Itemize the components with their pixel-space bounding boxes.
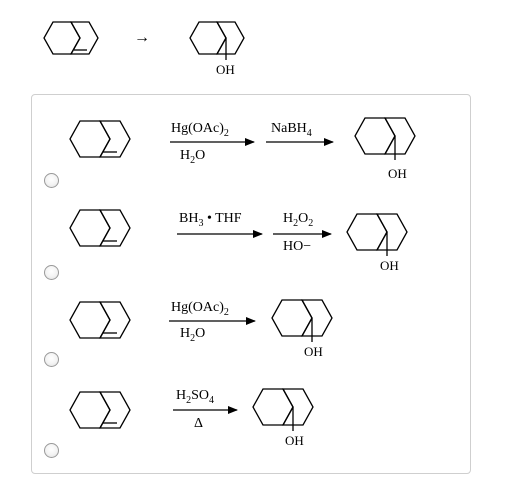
- product-left-ring: [189, 21, 227, 55]
- option-d-reagent-top: H2SO4: [176, 388, 215, 406]
- option-b-radio[interactable]: [44, 265, 59, 280]
- reactant-left-ring: [43, 21, 81, 55]
- answer-options-panel: [31, 94, 471, 474]
- option-b-product-oh-label: OH: [380, 258, 399, 273]
- option-a-reagent-1-top: Hg(OAc)2: [171, 121, 229, 139]
- reactant-right-ring: [69, 21, 99, 55]
- product-right-ring: [215, 21, 245, 55]
- option-a-radio[interactable]: [44, 173, 59, 188]
- option-a-reagent-2-top: NaBH4: [271, 121, 312, 139]
- question-arrow: →: [134, 29, 150, 46]
- option-b-reagent-2-top: H2O2: [283, 211, 314, 229]
- option-d-reagent-bottom: Δ: [194, 416, 204, 431]
- option-d-product-oh-label: OH: [285, 433, 304, 448]
- option-c-product-oh-label: OH: [304, 344, 323, 359]
- option-b-reagent-1-top: BH3 • THF: [179, 211, 242, 229]
- option-c-reagent-top: Hg(OAc)2: [171, 300, 229, 318]
- option-c-radio[interactable]: [44, 352, 59, 367]
- option-b-reagent-2-bottom: HO−: [283, 239, 312, 254]
- question-product-oh-label: OH: [216, 62, 235, 77]
- option-d-radio[interactable]: [44, 443, 59, 458]
- option-c-reagent-bottom: H2O: [180, 326, 206, 344]
- option-a-reagent-1-bottom: H2O: [180, 148, 206, 166]
- option-a-product-oh-label: OH: [388, 166, 407, 181]
